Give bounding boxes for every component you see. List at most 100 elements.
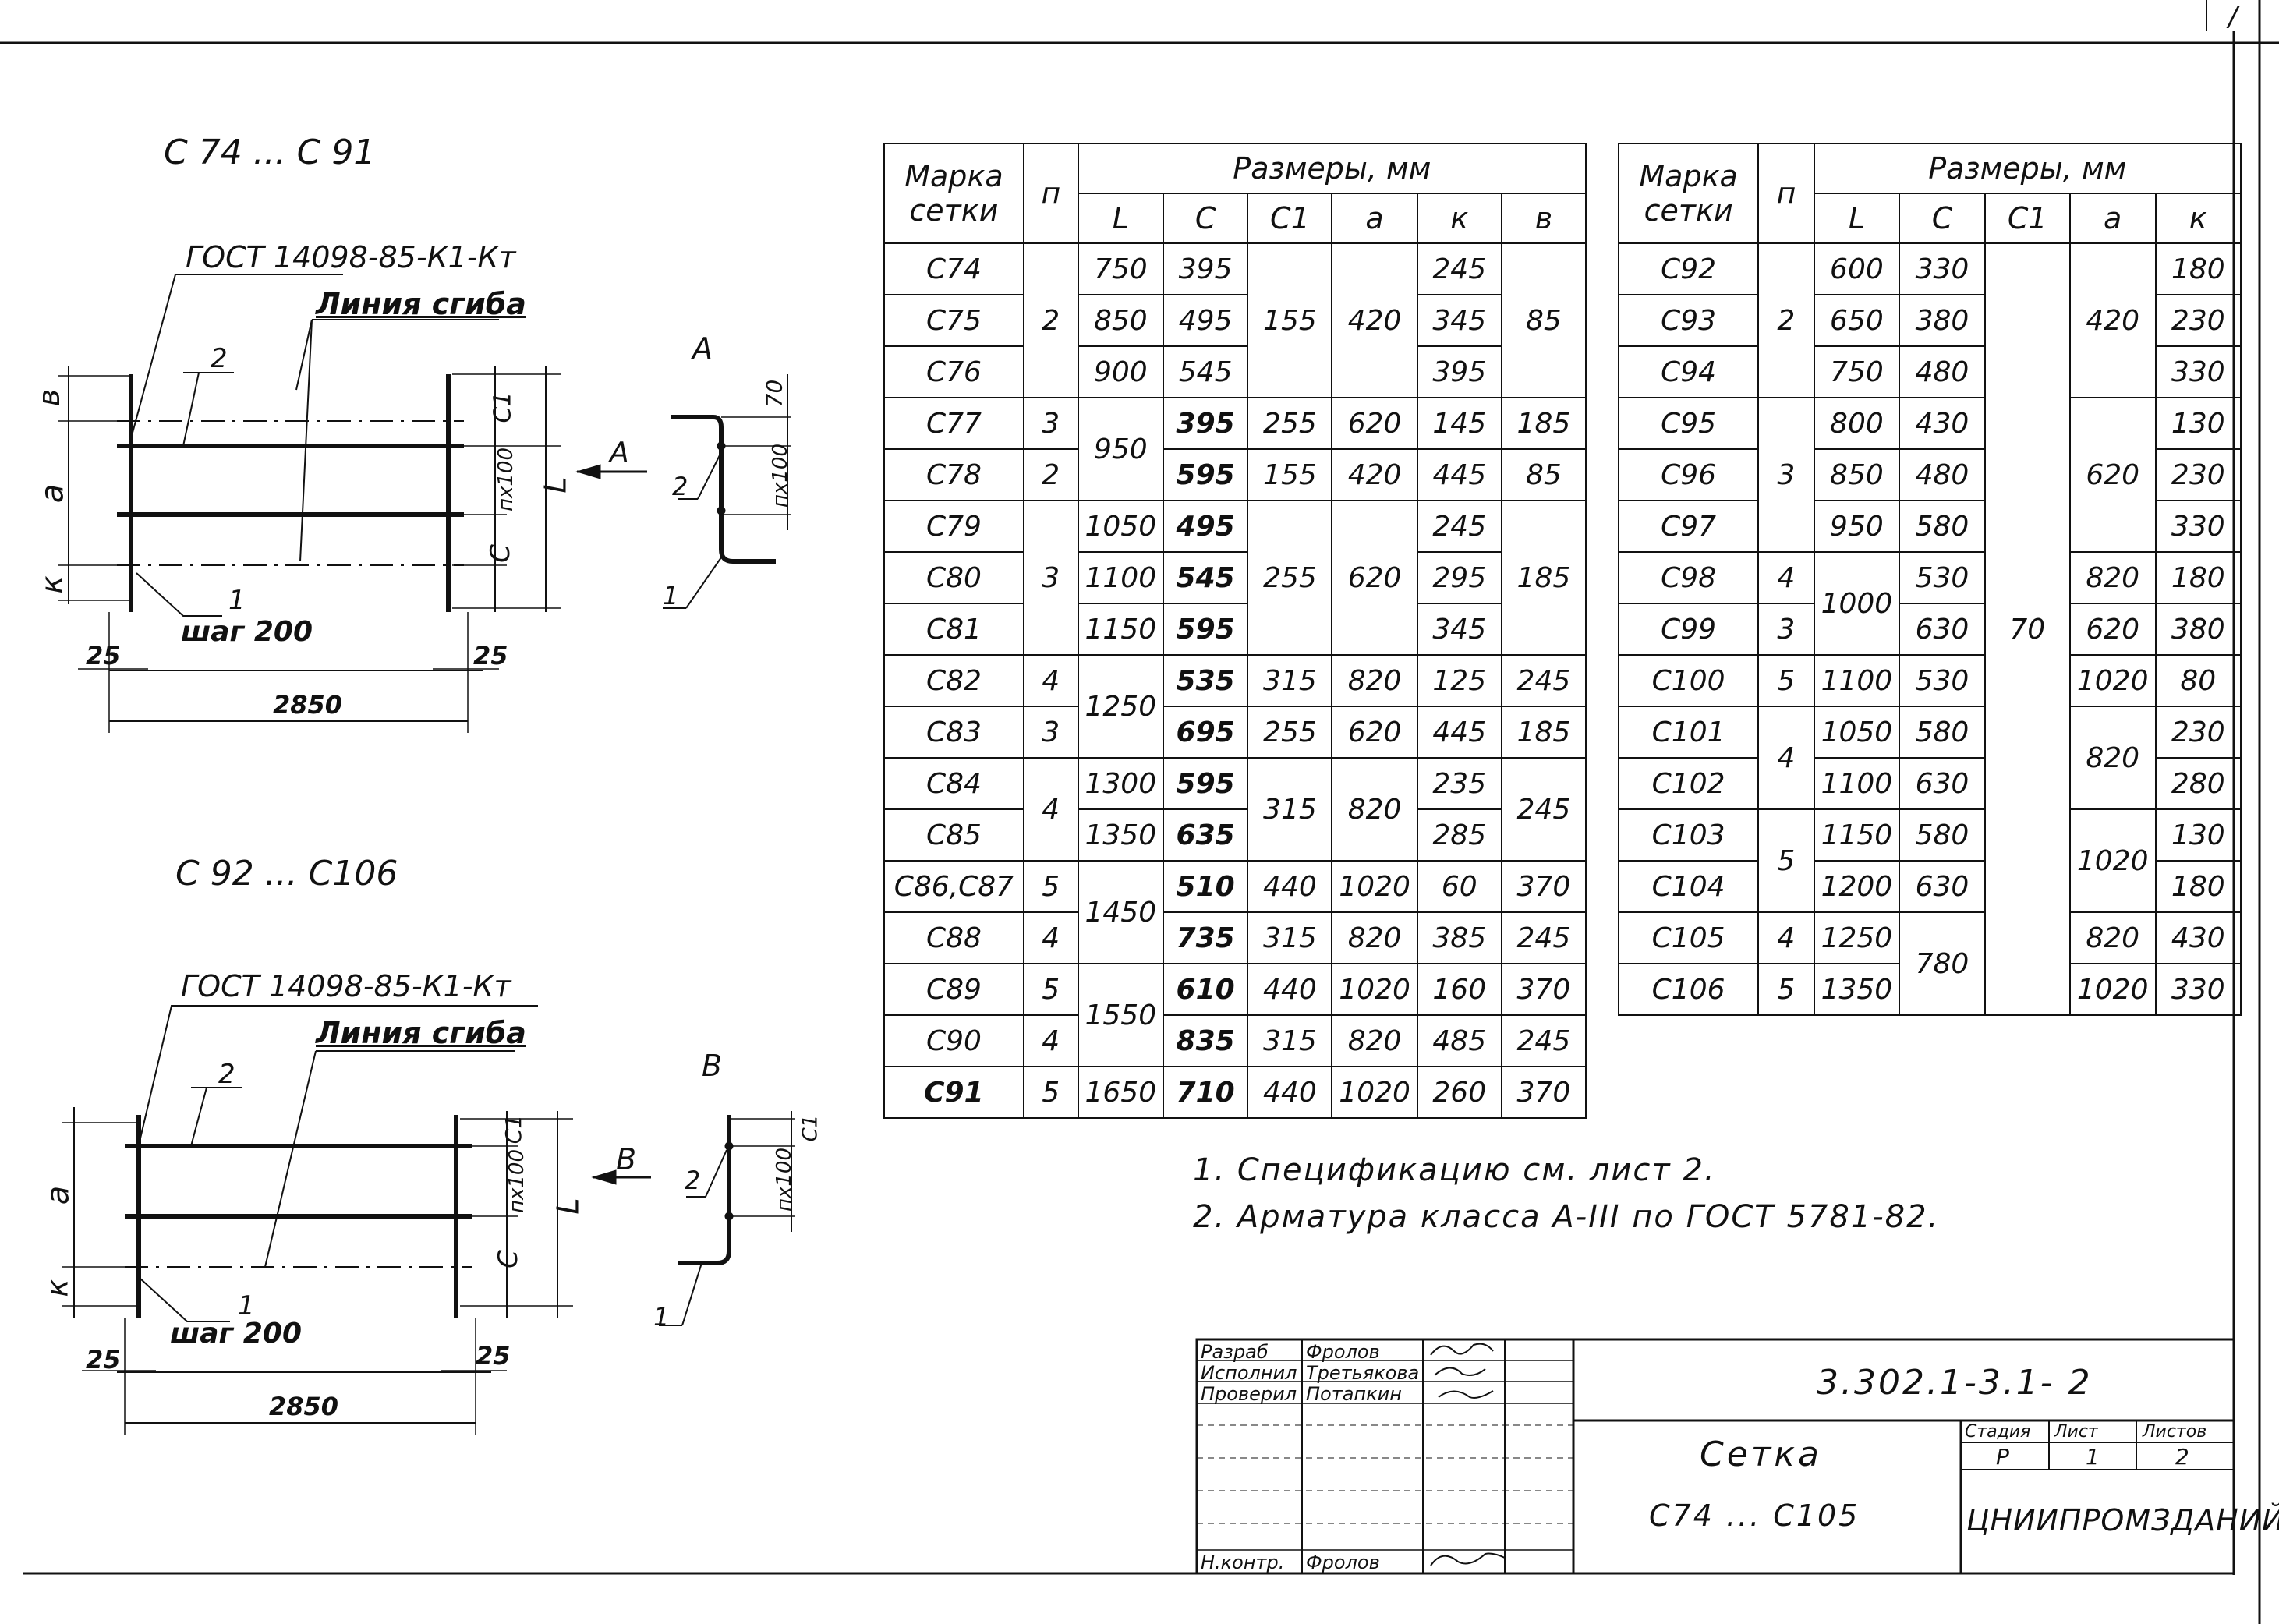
t2-header-C1: С1: [1984, 193, 2071, 244]
t2-cell: 1050: [1813, 706, 1901, 759]
t2-cell: С105: [1617, 911, 1760, 964]
t2-cell: 1000: [1813, 551, 1901, 656]
t1-cell: 695: [1162, 706, 1249, 759]
t1-header-a: а: [1331, 193, 1418, 244]
drawing-1-view-arrow-label: А: [610, 437, 629, 469]
t1-cell: 395: [1416, 345, 1502, 398]
t1-cell: 1300: [1077, 757, 1164, 810]
t1-cell: 420: [1331, 242, 1418, 398]
t2-cell: 820: [2068, 551, 2157, 604]
t1-cell: 185: [1500, 500, 1587, 656]
t1-cell: 4: [1022, 654, 1079, 707]
drawing-2-pos2: 2: [218, 1059, 235, 1090]
t1-cell: 125: [1416, 654, 1502, 707]
t2-cell: 630: [1899, 757, 1986, 810]
t2-cell: 1100: [1813, 654, 1901, 707]
t1-cell: 820: [1331, 757, 1418, 862]
t1-cell: 315: [1247, 654, 1333, 707]
t1-cell: 485: [1416, 1014, 1502, 1067]
t1-cell: 820: [1331, 1014, 1418, 1067]
t2-cell: 1020: [2068, 808, 2157, 913]
t1-cell: 1020: [1331, 963, 1418, 1016]
t1-header-b: в: [1500, 193, 1587, 244]
t2-cell: 330: [1899, 242, 1986, 295]
tb-sheets-value: 2: [2175, 1444, 2189, 1470]
t2-cell: 5: [1757, 963, 1815, 1016]
t1-cell: С76: [883, 345, 1024, 398]
t1-header-L: L: [1077, 193, 1164, 244]
tb-role-4: Н.контр.: [1201, 1551, 1285, 1573]
t2-cell: С99: [1617, 603, 1760, 656]
t1-cell: 145: [1416, 397, 1502, 450]
t2-cell: 630: [1899, 860, 1986, 913]
t1-cell: 595: [1162, 757, 1249, 810]
t1-cell: 1100: [1077, 551, 1164, 604]
t2-cell: 580: [1899, 706, 1986, 759]
t1-cell: 255: [1247, 706, 1333, 759]
t2-cell: 380: [2154, 603, 2242, 656]
t1-cell: 3: [1022, 397, 1079, 450]
t2-cell: С103: [1617, 808, 1760, 862]
t2-cell: 800: [1813, 397, 1901, 450]
t2-cell: 820: [2068, 911, 2157, 964]
t1-cell: 620: [1331, 397, 1418, 450]
t1-cell: 545: [1162, 551, 1249, 604]
tb-sheet-label: Лист: [2054, 1422, 2098, 1442]
t1-cell: 185: [1500, 397, 1587, 450]
t1-cell: 610: [1162, 963, 1249, 1016]
drawing-1-view-label: А: [692, 331, 713, 366]
drawing-1-dim-2850: 2850: [273, 690, 343, 720]
drawing-1-gost: ГОСТ 14098-85-К1-Кт: [186, 240, 516, 274]
spec-table-1: Марка сетки п Размеры, мм L С С1 а к в С…: [883, 143, 1587, 1119]
t1-cell: 1020: [1331, 1066, 1418, 1119]
t1-cell: С89: [883, 963, 1024, 1016]
t1-cell: 5: [1022, 1066, 1079, 1119]
drawing-1-step: шаг 200: [181, 616, 313, 648]
t2-header-sizes: Размеры, мм: [1813, 143, 2242, 194]
t1-cell: 1350: [1077, 808, 1164, 862]
note-2: 2. Арматура класса А-III по ГОСТ 5781-82…: [1193, 1199, 1940, 1235]
t2-cell: 130: [2154, 397, 2242, 450]
t2-cell: 330: [2154, 963, 2242, 1016]
t1-cell: С84: [883, 757, 1024, 810]
t2-cell: 620: [2068, 603, 2157, 656]
t2-cell: С94: [1617, 345, 1760, 398]
t1-cell: 2: [1022, 242, 1079, 398]
drawing-2-view-label: В: [702, 1049, 723, 1083]
tb-item-name: Сетка: [1700, 1435, 1822, 1474]
drawing-2-title: С 92 ... С106: [175, 854, 398, 893]
t1-cell: С80: [883, 551, 1024, 604]
t1-cell: 750: [1077, 242, 1164, 295]
t1-cell: 370: [1500, 1066, 1587, 1119]
t1-cell: 245: [1500, 1014, 1587, 1067]
drawing-2-gost: ГОСТ 14098-85-К1-Кт: [181, 969, 511, 1003]
tb-name-1: Фролов: [1306, 1341, 1380, 1363]
t2-cell: 330: [2154, 500, 2242, 553]
tb-name-3: Потапкин: [1306, 1383, 1402, 1405]
t2-cell: 750: [1813, 345, 1901, 398]
t2-header-a: а: [2068, 193, 2157, 244]
t1-cell: 440: [1247, 963, 1333, 1016]
t1-cell: 245: [1416, 242, 1502, 295]
t2-cell: 1100: [1813, 757, 1901, 810]
t1-cell: 3: [1022, 500, 1079, 656]
tb-name-2: Третьякова: [1306, 1362, 1420, 1384]
t1-cell: С86,С87: [883, 860, 1024, 913]
t2-cell: 620: [2068, 397, 2157, 553]
t2-cell: С100: [1617, 654, 1760, 707]
drawing-1-title: С 74 ... С 91: [164, 133, 376, 172]
t2-cell: С93: [1617, 294, 1760, 347]
t1-cell: 510: [1162, 860, 1249, 913]
t1-cell: 315: [1247, 757, 1333, 862]
t2-cell: 380: [1899, 294, 1986, 347]
t2-cell: 780: [1899, 911, 1986, 1016]
t1-cell: 5: [1022, 963, 1079, 1016]
